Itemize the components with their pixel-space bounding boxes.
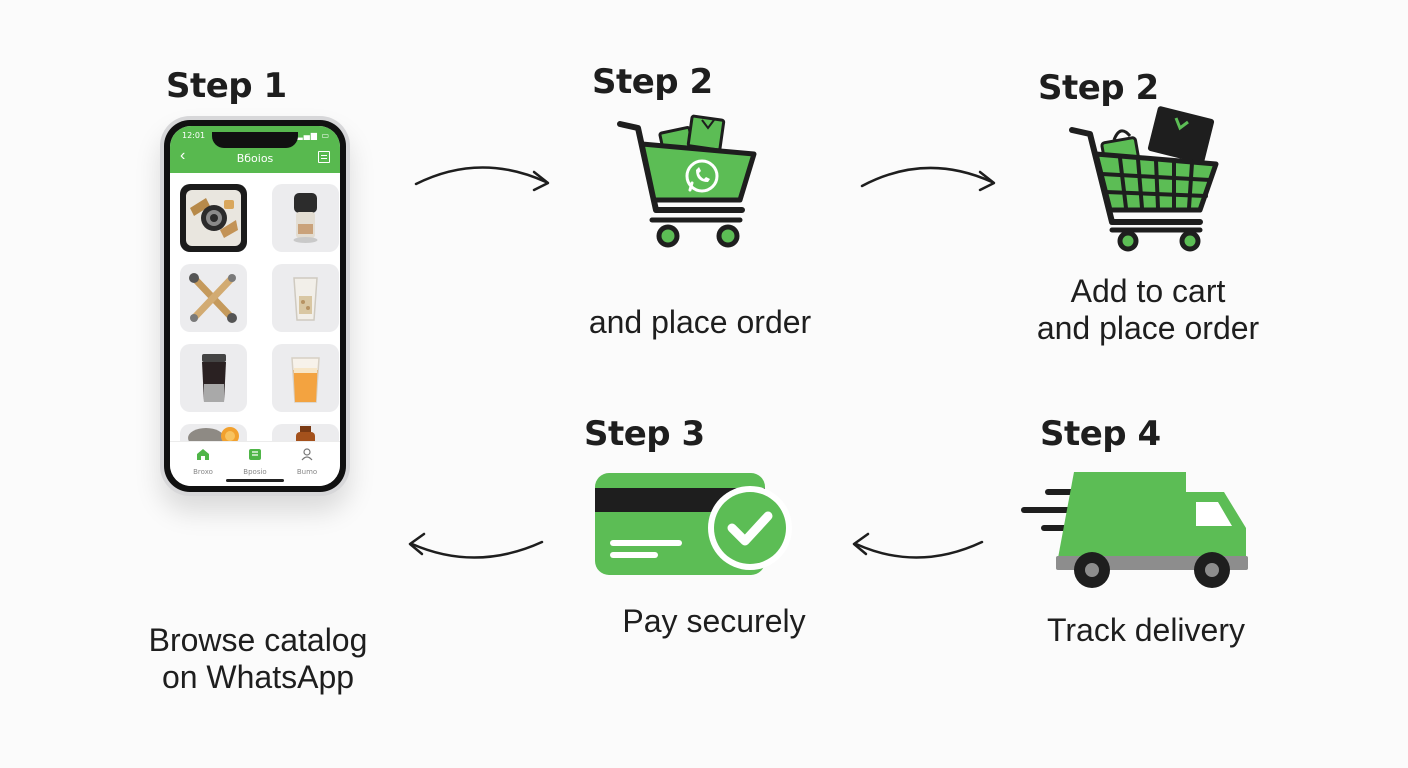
product-tile[interactable] xyxy=(272,184,339,252)
product-tile[interactable] xyxy=(180,344,247,412)
curved-arrow-icon xyxy=(860,166,996,192)
bottom-nav: Broxo Bposio Bumo xyxy=(170,441,340,486)
curved-arrow-icon xyxy=(414,166,550,192)
step-4-caption: Track delivery xyxy=(1016,612,1276,649)
nav-item-home[interactable]: Broxo xyxy=(178,448,228,476)
caption-line: Add to cart xyxy=(1070,273,1226,309)
caption-line: and place order xyxy=(1036,310,1260,346)
credit-card-check-icon xyxy=(595,473,792,575)
status-time: 12:01 xyxy=(182,131,206,140)
shopping-cart-bags-icon xyxy=(1069,106,1219,252)
step-2-caption: and place order xyxy=(560,304,840,341)
caption-line: on WhatsApp xyxy=(161,659,355,695)
curved-arrow-icon xyxy=(408,532,544,559)
step-1-caption: Browse catalog on WhatsApp xyxy=(128,622,388,696)
phone-screen: 12:01 ▂▄▆ ▭ ‹ Bбoios xyxy=(170,126,340,486)
product-tile[interactable] xyxy=(272,264,339,332)
caption-line: and place order xyxy=(588,304,812,340)
curved-arrow-icon xyxy=(852,532,984,559)
status-icons: ▂▄▆ ▭ xyxy=(296,131,330,140)
profile-icon xyxy=(301,448,313,461)
product-tile[interactable] xyxy=(272,344,339,412)
home-indicator xyxy=(226,479,284,482)
shopping-cart-whatsapp-icon xyxy=(617,114,757,248)
caption-line: Pay securely xyxy=(622,603,806,639)
smartphone-catalog-icon: 12:01 ▂▄▆ ▭ ‹ Bбoios xyxy=(160,116,350,496)
app-title: Bбoios xyxy=(236,152,274,165)
delivery-truck-icon xyxy=(1021,472,1248,588)
caption-line: Track delivery xyxy=(1047,612,1245,648)
product-tile[interactable] xyxy=(180,184,247,252)
step-2b-title: Step 2 xyxy=(1038,68,1159,108)
menu-icon[interactable] xyxy=(318,151,330,163)
step-3-caption: Pay securely xyxy=(584,603,844,640)
catalog-icon xyxy=(249,449,261,460)
nav-item-profile[interactable]: Bumo xyxy=(282,448,332,476)
step-3-title: Step 3 xyxy=(584,414,705,454)
step-4-title: Step 4 xyxy=(1040,414,1161,454)
nav-item-catalog[interactable]: Bposio xyxy=(230,448,280,476)
step-2b-caption: Add to cart and place order xyxy=(1008,273,1288,347)
caption-line: Browse catalog xyxy=(148,622,368,658)
back-icon[interactable]: ‹ xyxy=(180,147,186,164)
home-icon xyxy=(197,449,209,460)
step-1-title: Step 1 xyxy=(166,66,287,106)
step-2-title: Step 2 xyxy=(592,62,713,102)
product-tile[interactable] xyxy=(180,264,247,332)
